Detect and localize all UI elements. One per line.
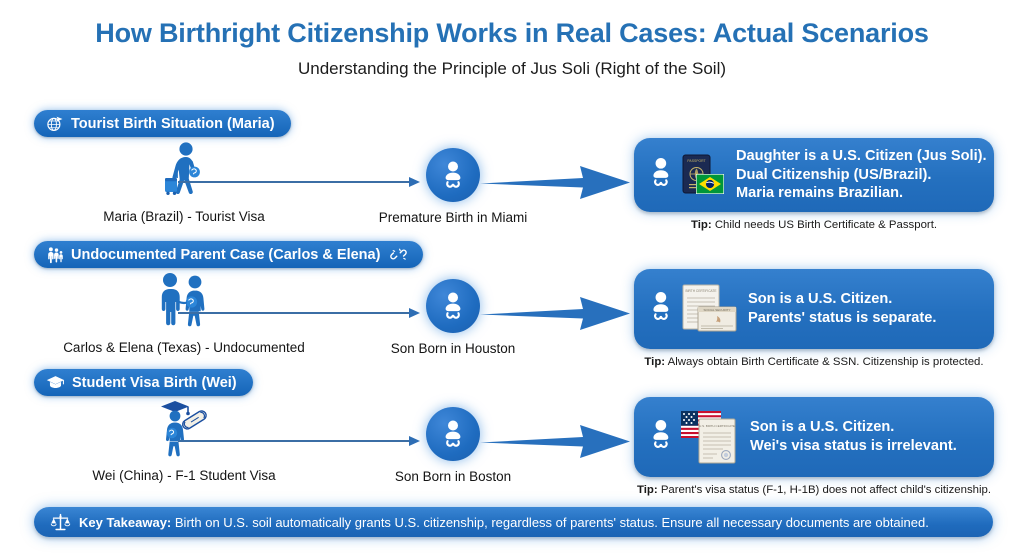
scenario-badge-label-3: Student Visa Birth (Wei) bbox=[72, 374, 237, 391]
scenario-node-2: Son Born in Houston bbox=[343, 279, 563, 356]
pregnant-graduate-icon bbox=[34, 399, 334, 461]
scenario-node-3: Son Born in Boston bbox=[343, 407, 563, 484]
result-arrow-3 bbox=[480, 421, 632, 466]
documents-group: BIRTH CERTIFICATE SOCIAL SECURITY bbox=[680, 282, 738, 336]
result-lines-2: Son is a U.S. Citizen. Parents' status i… bbox=[748, 290, 936, 327]
baby-icon bbox=[426, 279, 480, 333]
result-tip-1: Tip: Child needs US Birth Certificate & … bbox=[634, 219, 994, 231]
result-line: Dual Citizenship (US/Brazil). bbox=[736, 166, 932, 183]
result-icons-3: U.S. BIRTH CERTIFICATE bbox=[646, 410, 740, 464]
passport-and-flag-group: PASSPORT bbox=[680, 153, 726, 197]
svg-text:BIRTH CERTIFICATE: BIRTH CERTIFICATE bbox=[686, 289, 717, 293]
svg-text:PASSPORT: PASSPORT bbox=[687, 159, 705, 163]
result-icons-2: BIRTH CERTIFICATE SOCIAL SECURITY bbox=[646, 282, 738, 336]
scenario-node-label-3: Son Born in Boston bbox=[394, 469, 512, 484]
scenario-badge-3[interactable]: Student Visa Birth (Wei) bbox=[34, 369, 253, 396]
key-takeaway-bar: Key Takeaway: Birth on U.S. soil automat… bbox=[34, 507, 993, 537]
scenario-badge-label-1: Tourist Birth Situation (Maria) bbox=[71, 115, 275, 132]
connector-arrow-1 bbox=[178, 175, 420, 189]
result-arrow-1 bbox=[480, 162, 632, 207]
tip-label: Tip: bbox=[690, 219, 712, 232]
result-line: Parents' status is separate. bbox=[748, 310, 937, 326]
traveler-with-suitcase-icon bbox=[34, 140, 334, 202]
scenario-actor-1: Maria (Brazil) - Tourist Visa bbox=[34, 140, 334, 224]
certificate-icon: U.S. BIRTH CERTIFICATE bbox=[698, 418, 736, 464]
key-takeaway-body: Birth on U.S. soil automatically grants … bbox=[174, 514, 929, 530]
baby-icon bbox=[426, 407, 480, 461]
scenario-node-1: Premature Birth in Miami bbox=[343, 148, 563, 225]
broken-chain-icon bbox=[390, 246, 408, 263]
scenario-badge-1[interactable]: Tourist Birth Situation (Maria) bbox=[34, 110, 291, 137]
globe-plane-icon bbox=[46, 115, 64, 133]
graduation-cap-icon bbox=[46, 373, 65, 392]
diploma-icon bbox=[182, 410, 207, 430]
scenario-badge-label-2: Undocumented Parent Case (Carlos & Elena… bbox=[71, 246, 381, 263]
svg-text:U.S. BIRTH CERTIFICATE: U.S. BIRTH CERTIFICATE bbox=[699, 424, 735, 428]
tip-label: Tip: bbox=[636, 484, 658, 496]
baby-icon bbox=[426, 148, 480, 202]
scenario-actor-3: Wei (China) - F-1 Student Visa bbox=[34, 399, 334, 483]
result-line: Wei's visa status is irrelevant. bbox=[750, 438, 957, 454]
page-subtitle: Understanding the Principle of Jus Soli … bbox=[297, 59, 727, 78]
scenario-result-1: PASSPORT bbox=[634, 138, 994, 231]
baby-icon bbox=[653, 420, 669, 448]
svg-text:SOCIAL SECURITY: SOCIAL SECURITY bbox=[704, 308, 731, 312]
tip-label: Tip: bbox=[644, 356, 666, 368]
family-icon bbox=[46, 246, 64, 264]
connector-arrow-2 bbox=[178, 306, 420, 320]
tip-text: Child needs US Birth Certificate & Passp… bbox=[714, 219, 938, 232]
scenario-badge-2[interactable]: Undocumented Parent Case (Carlos & Elena… bbox=[34, 241, 424, 268]
key-takeaway-text: Key Takeaway: Birth on U.S. soil automat… bbox=[79, 515, 929, 530]
scenario-actor-2: Carlos & Elena (Texas) - Undocumented bbox=[34, 271, 334, 355]
scenario-result-2: BIRTH CERTIFICATE SOCIAL SECURITY bbox=[634, 269, 994, 368]
result-line: Son is a U.S. Citizen. bbox=[750, 419, 895, 436]
scenario-node-label-1: Premature Birth in Miami bbox=[378, 210, 528, 225]
result-arrow-2 bbox=[480, 293, 632, 338]
baby-icon bbox=[653, 292, 669, 320]
result-card-1[interactable]: PASSPORT bbox=[634, 138, 994, 213]
result-lines-3: Son is a U.S. Citizen. Wei's visa status… bbox=[750, 418, 957, 455]
scenario-actor-label-3: Wei (China) - F-1 Student Visa bbox=[92, 468, 276, 483]
result-card-3[interactable]: U.S. BIRTH CERTIFICATE Son is a U.S. Cit… bbox=[634, 397, 994, 477]
connector-arrow-3 bbox=[178, 434, 420, 448]
baby-icon bbox=[653, 158, 669, 186]
ssn-card-icon: SOCIAL SECURITY bbox=[697, 306, 737, 332]
scenario-actor-label-1: Maria (Brazil) - Tourist Visa bbox=[103, 209, 265, 224]
flag-and-certificate-group: U.S. BIRTH CERTIFICATE bbox=[680, 410, 740, 464]
page-title: How Birthright Citizenship Works in Real… bbox=[95, 18, 929, 48]
tip-text: Parent's visa status (F-1, H-1B) does no… bbox=[660, 484, 992, 496]
scenario-result-3: U.S. BIRTH CERTIFICATE Son is a U.S. Cit… bbox=[634, 397, 994, 496]
scales-of-justice-icon bbox=[50, 512, 71, 533]
brazil-flag-icon bbox=[696, 174, 724, 194]
result-line: Maria remains Brazilian. bbox=[736, 185, 904, 202]
result-tip-2: Tip: Always obtain Birth Certificate & S… bbox=[634, 356, 994, 368]
result-lines-1: Daughter is a U.S. Citizen (Jus Soli). D… bbox=[736, 147, 987, 203]
scenario-node-label-2: Son Born in Houston bbox=[390, 341, 516, 356]
scenario-actor-label-2: Carlos & Elena (Texas) - Undocumented bbox=[63, 340, 305, 355]
result-tip-3: Tip: Parent's visa status (F-1, H-1B) do… bbox=[634, 484, 994, 496]
result-line: Daughter is a U.S. Citizen (Jus Soli). bbox=[736, 148, 987, 164]
key-takeaway-label: Key Takeaway: bbox=[79, 514, 172, 530]
result-card-2[interactable]: BIRTH CERTIFICATE SOCIAL SECURITY bbox=[634, 269, 994, 349]
result-line: Son is a U.S. Citizen. bbox=[748, 291, 893, 308]
tip-text: Always obtain Birth Certificate & SSN. C… bbox=[667, 356, 984, 368]
result-icons-1: PASSPORT bbox=[646, 153, 726, 197]
couple-expecting-icon bbox=[34, 271, 334, 333]
